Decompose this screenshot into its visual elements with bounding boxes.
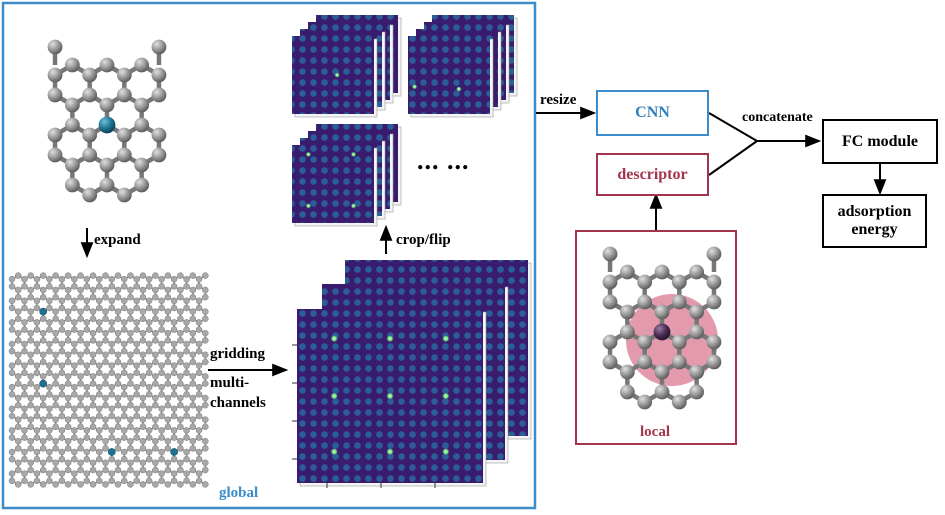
- cropped-grid-stacks: [292, 15, 518, 227]
- doped-graphene-molecule: [47, 39, 167, 203]
- adsorption-label: adsorption: [837, 202, 912, 220]
- local-label: local: [640, 424, 670, 440]
- multi-channel-grid-stack: [292, 260, 532, 488]
- descriptor-label: descriptor: [617, 165, 688, 183]
- local-frame: [575, 230, 737, 445]
- fc-module-label: FC module: [842, 132, 918, 150]
- crop-flip-label: crop/flip: [396, 232, 451, 248]
- global-label: global: [219, 485, 259, 501]
- multi-label: multi-: [210, 375, 250, 391]
- energy-label: energy: [851, 221, 898, 238]
- adsorption-energy-box: adsorption energy: [822, 194, 927, 248]
- global-frame: [1, 1, 537, 510]
- descriptor-box: descriptor: [596, 153, 709, 196]
- expand-label: expand: [94, 232, 141, 248]
- ellipsis-label: ... ...: [417, 146, 470, 175]
- gridding-label: gridding: [210, 346, 266, 362]
- cnn-box: CNN: [596, 90, 709, 136]
- local-environment-molecule: [602, 246, 722, 410]
- expanded-graphene-lattice: [8, 272, 209, 488]
- descriptor-to-concat-line: [708, 140, 758, 176]
- cnn-label: CNN: [635, 104, 670, 121]
- fc-module-box: FC module: [822, 119, 938, 164]
- cnn-to-concat-line: [708, 112, 758, 142]
- channels-label: channels: [210, 395, 266, 411]
- concatenate-label: concatenate: [742, 110, 813, 125]
- resize-label: resize: [540, 92, 577, 108]
